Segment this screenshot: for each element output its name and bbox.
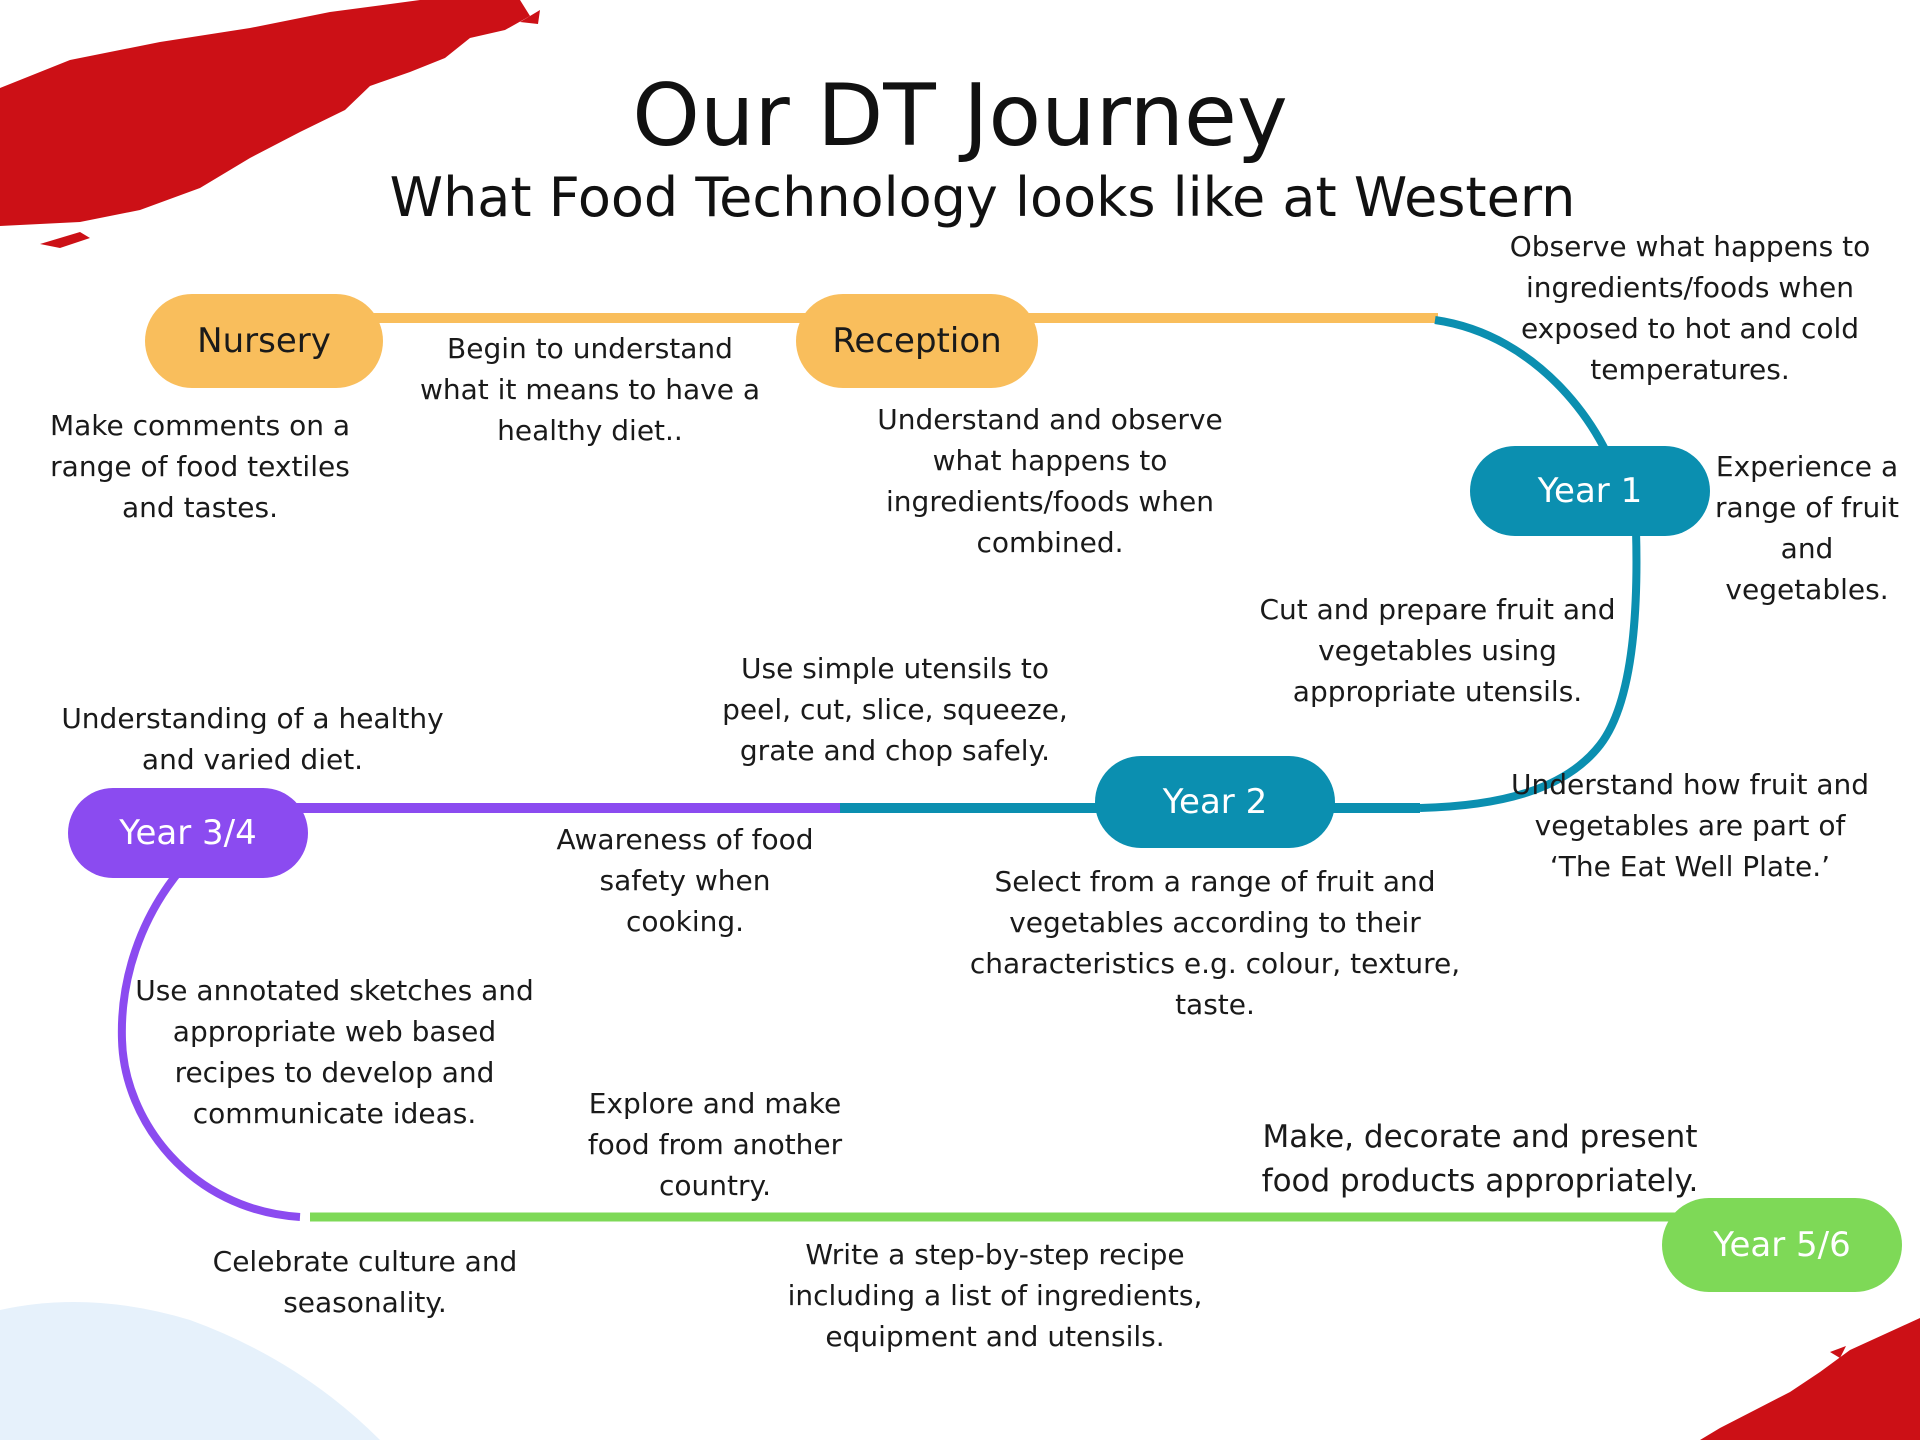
note-step-recipe: Write a step-by-step recipe including a …	[770, 1234, 1220, 1357]
note-healthy-varied: Understanding of a healthy and varied di…	[40, 698, 465, 780]
note-simple-utensils: Use simple utensils to peel, cut, slice,…	[720, 648, 1070, 771]
stage-year-1: Year 1	[1470, 446, 1710, 536]
note-healthy-diet-begin: Begin to understand what it means to hav…	[410, 328, 770, 451]
stage-year-5-6: Year 5/6	[1662, 1198, 1902, 1292]
stage-year-2: Year 2	[1095, 756, 1335, 848]
stage-nursery: Nursery	[145, 294, 383, 388]
note-food-safety: Awareness of food safety when cooking.	[545, 819, 825, 942]
page-subtitle: What Food Technology looks like at Weste…	[0, 166, 1920, 230]
red-brush-stroke-bottom-right	[1700, 1318, 1920, 1440]
note-celebrate-culture: Celebrate culture and seasonality.	[200, 1241, 530, 1323]
page-title: Our DT Journey	[0, 66, 1920, 166]
stage-year-3-4: Year 3/4	[68, 788, 308, 878]
note-eat-well-plate: Understand how fruit and vegetables are …	[1505, 764, 1875, 887]
note-experience-fruit: Experience a range of fruit and vegetabl…	[1712, 446, 1902, 610]
note-hot-cold: Observe what happens to ingredients/food…	[1505, 226, 1875, 390]
note-explore-country: Explore and make food from another count…	[570, 1083, 860, 1206]
note-reception-observe: Understand and observe what happens to i…	[860, 399, 1240, 563]
note-select-range: Select from a range of fruit and vegetab…	[960, 861, 1470, 1025]
stage-reception: Reception	[796, 294, 1038, 388]
note-cut-prepare: Cut and prepare fruit and vegetables usi…	[1245, 589, 1630, 712]
note-decorate-present: Make, decorate and present food products…	[1240, 1115, 1720, 1203]
note-annotated-sketches: Use annotated sketches and appropriate w…	[122, 970, 547, 1134]
note-nursery-comments: Make comments on a range of food textile…	[30, 405, 370, 528]
